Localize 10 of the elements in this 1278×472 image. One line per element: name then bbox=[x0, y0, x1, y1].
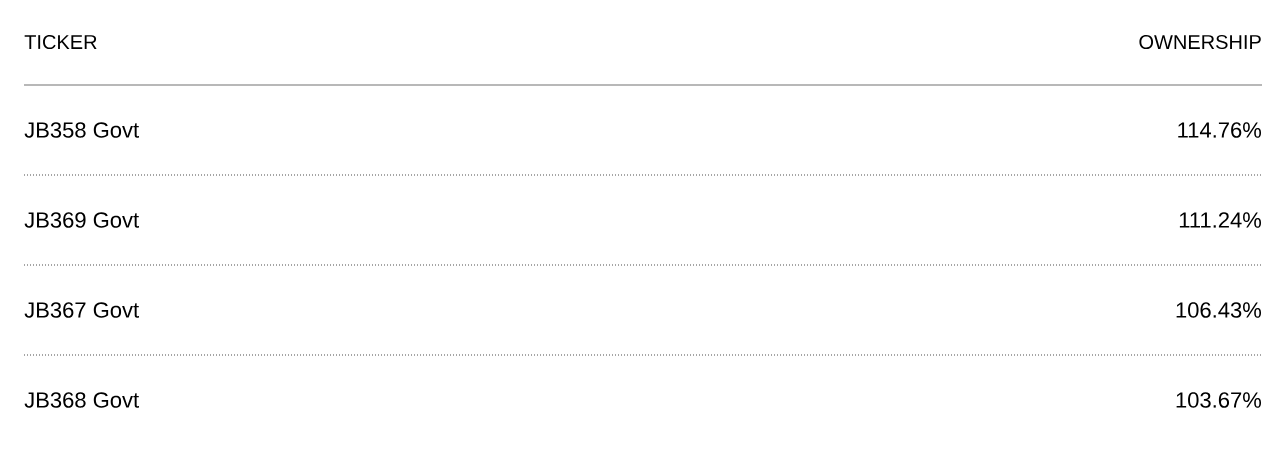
table-cell: JB368 Govt bbox=[24, 392, 139, 408]
table-cell: 103.67% bbox=[1176, 392, 1261, 408]
table-cell: JB358 Govt bbox=[24, 122, 139, 138]
column-header: OWNERSHIP bbox=[1139, 34, 1261, 50]
table-cell: 106.43% bbox=[1176, 302, 1261, 318]
table-cell: JB367 Govt bbox=[24, 302, 139, 318]
table-cell: 111.24% bbox=[1179, 212, 1261, 228]
table-cell: 114.76% bbox=[1178, 122, 1261, 138]
table-cell: JB369 Govt bbox=[24, 212, 139, 228]
column-header: TICKER bbox=[24, 34, 97, 50]
